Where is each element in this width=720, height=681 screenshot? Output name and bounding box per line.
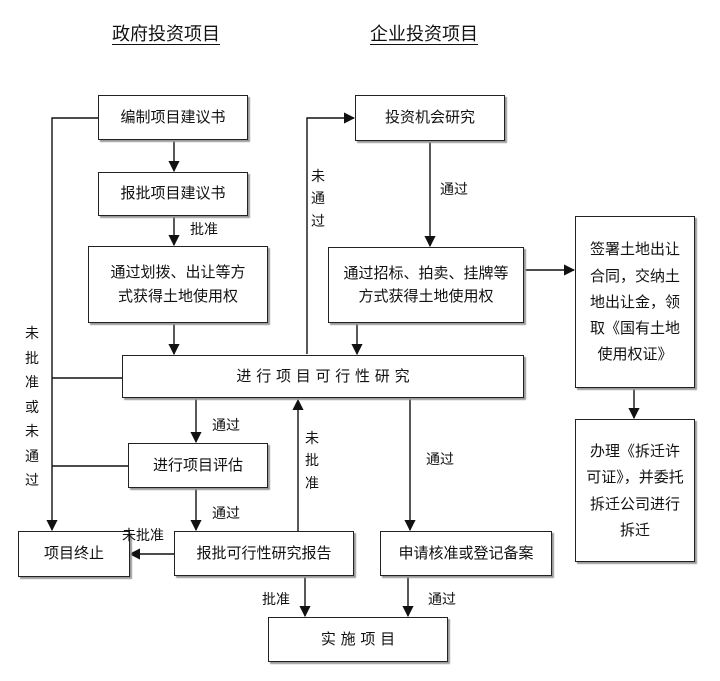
char: 批 xyxy=(305,453,319,470)
line-compile-left xyxy=(46,117,98,532)
char: 未 xyxy=(25,424,39,440)
label-passed-feasibility: 通过 xyxy=(212,418,240,434)
label-passed-apply: 通过 xyxy=(426,452,454,468)
demolition-line-1: 办理《拆迁许 xyxy=(589,442,680,460)
report-feasibility-label: 报批可行性研究报告 xyxy=(196,543,332,562)
gov-land-use-box: 通过划拨、出让等方 式获得土地使用权 xyxy=(88,246,268,323)
sign-contract-box: 签署土地出让 合同，交纳土 地出让金，领 取《国有土地 使用权证》 xyxy=(575,216,695,388)
sign-contract-line-2: 合同，交纳土 xyxy=(589,266,680,285)
sign-contract-line-4: 取《国有土地 xyxy=(589,319,680,338)
demolition-line-3: 拆迁公司进行 xyxy=(589,494,680,513)
char: 通 xyxy=(311,191,325,208)
char: 或 xyxy=(25,399,39,416)
sign-contract-line-5: 使用权证》 xyxy=(597,345,673,364)
demolition-line-4: 拆迁 xyxy=(619,520,650,539)
label-not-approved-vertical: 未 批 准 xyxy=(304,428,320,495)
gov-land-line-1: 通过划拨、出让等方 xyxy=(110,263,246,282)
label-not-approved-termination: 未批准 xyxy=(122,528,164,544)
compile-proposal-label: 编制项目建议书 xyxy=(120,107,226,126)
char: 批 xyxy=(25,350,39,367)
project-termination-box: 项目终止 xyxy=(18,531,130,577)
sign-contract-line-1: 签署土地出让 xyxy=(589,240,680,259)
demolition-line-2: 可证》，并委托 xyxy=(586,468,684,487)
investment-research-label: 投资机会研究 xyxy=(384,108,475,127)
implement-project-label: 实 施 项 目 xyxy=(320,629,396,648)
char: 准 xyxy=(25,375,39,391)
char: 未 xyxy=(305,431,319,447)
ent-land-line-2: 方式获得土地使用权 xyxy=(358,287,494,305)
label-passed-evaluation: 通过 xyxy=(212,506,240,522)
char: 准 xyxy=(305,475,319,492)
government-projects-title: 政府投资项目 xyxy=(112,24,220,45)
project-evaluation-label: 进行项目评估 xyxy=(152,455,243,474)
char: 过 xyxy=(25,473,39,489)
char: 通 xyxy=(25,448,39,465)
apply-approval-box: 申请核准或登记备案 xyxy=(380,531,552,576)
report-feasibility-box: 报批可行性研究报告 xyxy=(174,531,354,576)
feasibility-study-box: 进 行 项 目 可 行 性 研 究 xyxy=(122,355,524,398)
project-termination-label: 项目终止 xyxy=(43,544,104,563)
investment-research-box: 投资机会研究 xyxy=(355,95,505,141)
sign-contract-line-3: 地出让金，领 xyxy=(589,292,680,311)
ent-land-line-1: 通过招标、拍卖、挂牌等 xyxy=(343,263,509,282)
report-proposal-box: 报批项目建议书 xyxy=(98,172,248,216)
project-evaluation-box: 进行项目评估 xyxy=(128,443,268,488)
apply-approval-label: 申请核准或登记备案 xyxy=(398,543,534,562)
label-approved-proposal: 批准 xyxy=(190,222,218,238)
compile-proposal-box: 编制项目建议书 xyxy=(98,95,248,140)
feasibility-study-label: 进 行 项 目 可 行 性 研 究 xyxy=(236,366,410,385)
char: 未 xyxy=(25,326,39,342)
label-passed-investment: 通过 xyxy=(440,182,468,198)
char: 过 xyxy=(311,213,325,230)
char: 未 xyxy=(311,169,325,185)
label-not-passed-vertical: 未 通 过 xyxy=(310,166,326,233)
report-proposal-label: 报批项目建议书 xyxy=(120,184,226,203)
gov-land-line-2: 式获得土地使用权 xyxy=(117,286,238,305)
label-passed-implement: 通过 xyxy=(428,592,456,608)
label-not-approved-or-passed-vertical: 未 批 准 或 未 通 过 xyxy=(24,322,40,494)
label-approved-implement: 批准 xyxy=(262,592,290,608)
implement-project-box: 实 施 项 目 xyxy=(268,617,448,662)
enterprise-projects-title: 企业投资项目 xyxy=(370,24,478,45)
arrow-feasibility-to-investment xyxy=(306,112,356,354)
demolition-box: 办理《拆迁许 可证》，并委托 拆迁公司进行 拆迁 xyxy=(575,419,695,562)
ent-land-use-box: 通过招标、拍卖、挂牌等 方式获得土地使用权 xyxy=(328,247,524,323)
